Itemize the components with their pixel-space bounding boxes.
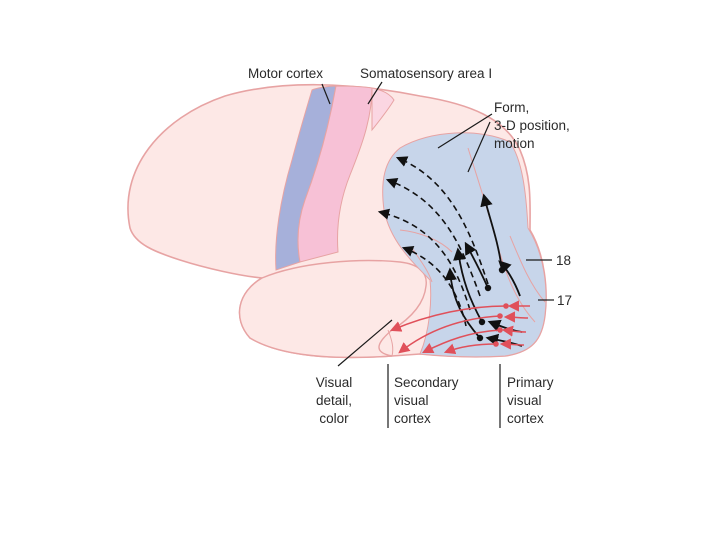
visual-detail-leader xyxy=(337,319,393,367)
leader-lines xyxy=(321,81,554,428)
form-label-line-3: motion xyxy=(494,136,535,151)
red-arrow-7 xyxy=(501,325,527,337)
solid-arrow-3 xyxy=(453,247,483,323)
secondary-visual-label-line-2: visual xyxy=(394,393,429,408)
secondary-visual-label-line-1: Secondary xyxy=(394,375,459,390)
red-arrow-6 xyxy=(503,311,529,323)
red-arrow-1 xyxy=(389,305,507,332)
red-dot-1 xyxy=(503,303,509,309)
dashed-arrow-3 xyxy=(377,208,471,311)
dashed-arrow-2 xyxy=(385,177,481,297)
primary-visual-label-line-2: visual xyxy=(507,393,542,408)
primary-visual-label-line-3: cortex xyxy=(507,411,544,426)
red-dot-3 xyxy=(497,327,503,333)
somatosensory-notch xyxy=(371,87,395,132)
red-arrow-8 xyxy=(499,338,525,350)
visual-detail-label-line-3: color xyxy=(319,411,349,426)
area-17-boundary xyxy=(509,235,546,303)
red-arrow-4 xyxy=(443,343,497,355)
sulcus-line-3 xyxy=(387,329,394,357)
somatosensory-leader xyxy=(367,81,383,105)
red-arrow-2 xyxy=(398,315,501,354)
form-leader-1 xyxy=(437,113,493,149)
visual-detail-label-line-1: Visual xyxy=(316,375,353,390)
ventral-pathway-arrows xyxy=(389,300,530,355)
form-leader-2 xyxy=(467,121,491,173)
junction-dot-3 xyxy=(478,318,486,326)
temporal-lobe xyxy=(238,259,427,359)
secondary-visual-label-line-3: cortex xyxy=(394,411,431,426)
junction-dot-2 xyxy=(484,284,492,292)
primary-visual-label-line-1: Primary xyxy=(507,375,554,390)
junction-dot-4 xyxy=(476,334,484,342)
motor-cortex-leader xyxy=(321,83,331,105)
somatosensory-label: Somatosensory area I xyxy=(360,66,492,81)
red-junction-dots xyxy=(493,303,509,347)
solid-arrow-2 xyxy=(464,241,489,289)
red-dot-4 xyxy=(493,341,499,347)
junction-dot-1 xyxy=(498,266,506,274)
dashed-arrow-1 xyxy=(395,156,489,285)
area-18-label: 18 xyxy=(556,253,571,268)
red-arrow-3 xyxy=(421,329,501,354)
visual-cortex-region xyxy=(382,132,547,358)
motor-cortex-label: Motor cortex xyxy=(248,66,323,81)
solid-arrow-5 xyxy=(498,260,521,297)
form-label-line-2: 3-D position, xyxy=(494,118,570,133)
form-label-line-1: Form, xyxy=(494,100,529,115)
visual-detail-label-line-2: detail, xyxy=(316,393,352,408)
red-dot-2 xyxy=(497,313,503,319)
black-junction-dots xyxy=(476,266,506,342)
area-17-label: 17 xyxy=(557,293,572,308)
